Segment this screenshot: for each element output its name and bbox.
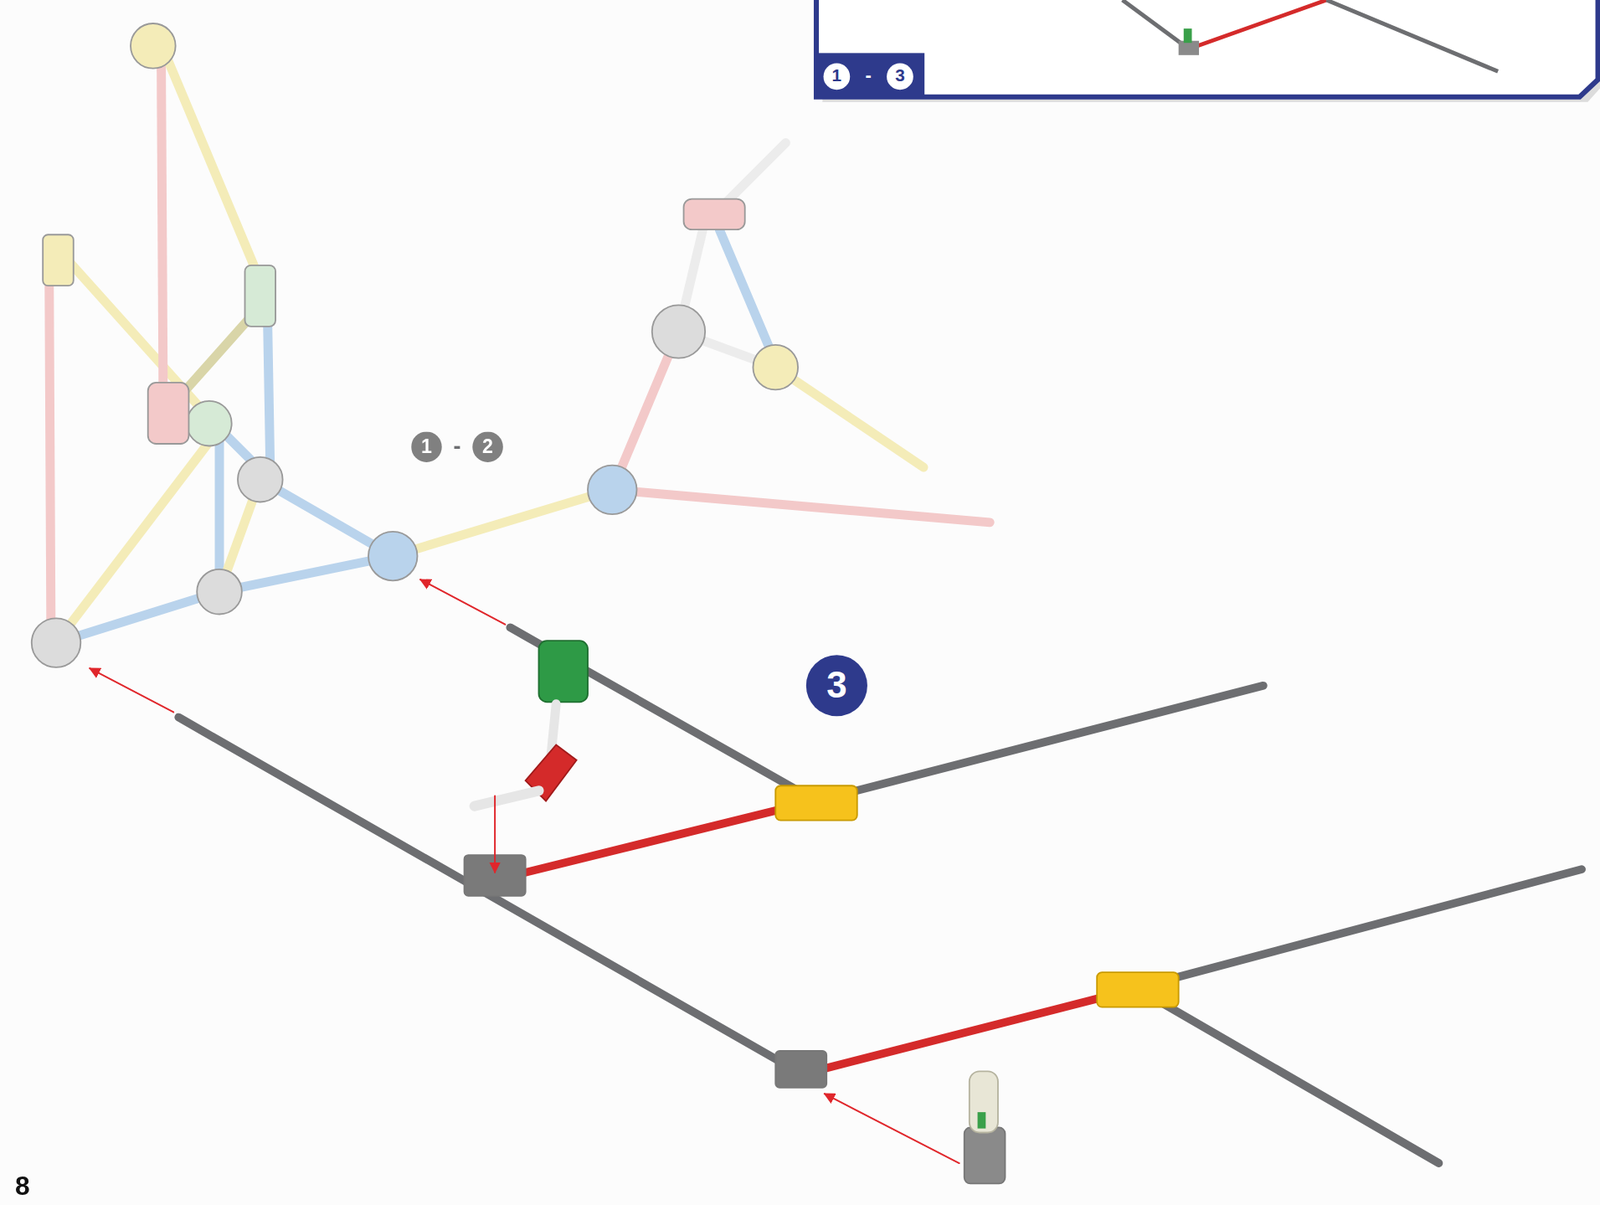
overview-panel — [816, 0, 1600, 103]
step-number: 1 — [411, 431, 443, 463]
step-number: 3 — [806, 654, 868, 716]
page-number: 8 — [15, 1169, 31, 1202]
previous-structure — [31, 23, 990, 668]
step-number: 1 — [823, 63, 851, 91]
step-dash: - — [865, 66, 872, 88]
step-number: 3 — [886, 63, 914, 91]
step-dash: - — [453, 433, 462, 461]
step-number: 2 — [472, 431, 504, 463]
new-parts — [89, 579, 1582, 1184]
